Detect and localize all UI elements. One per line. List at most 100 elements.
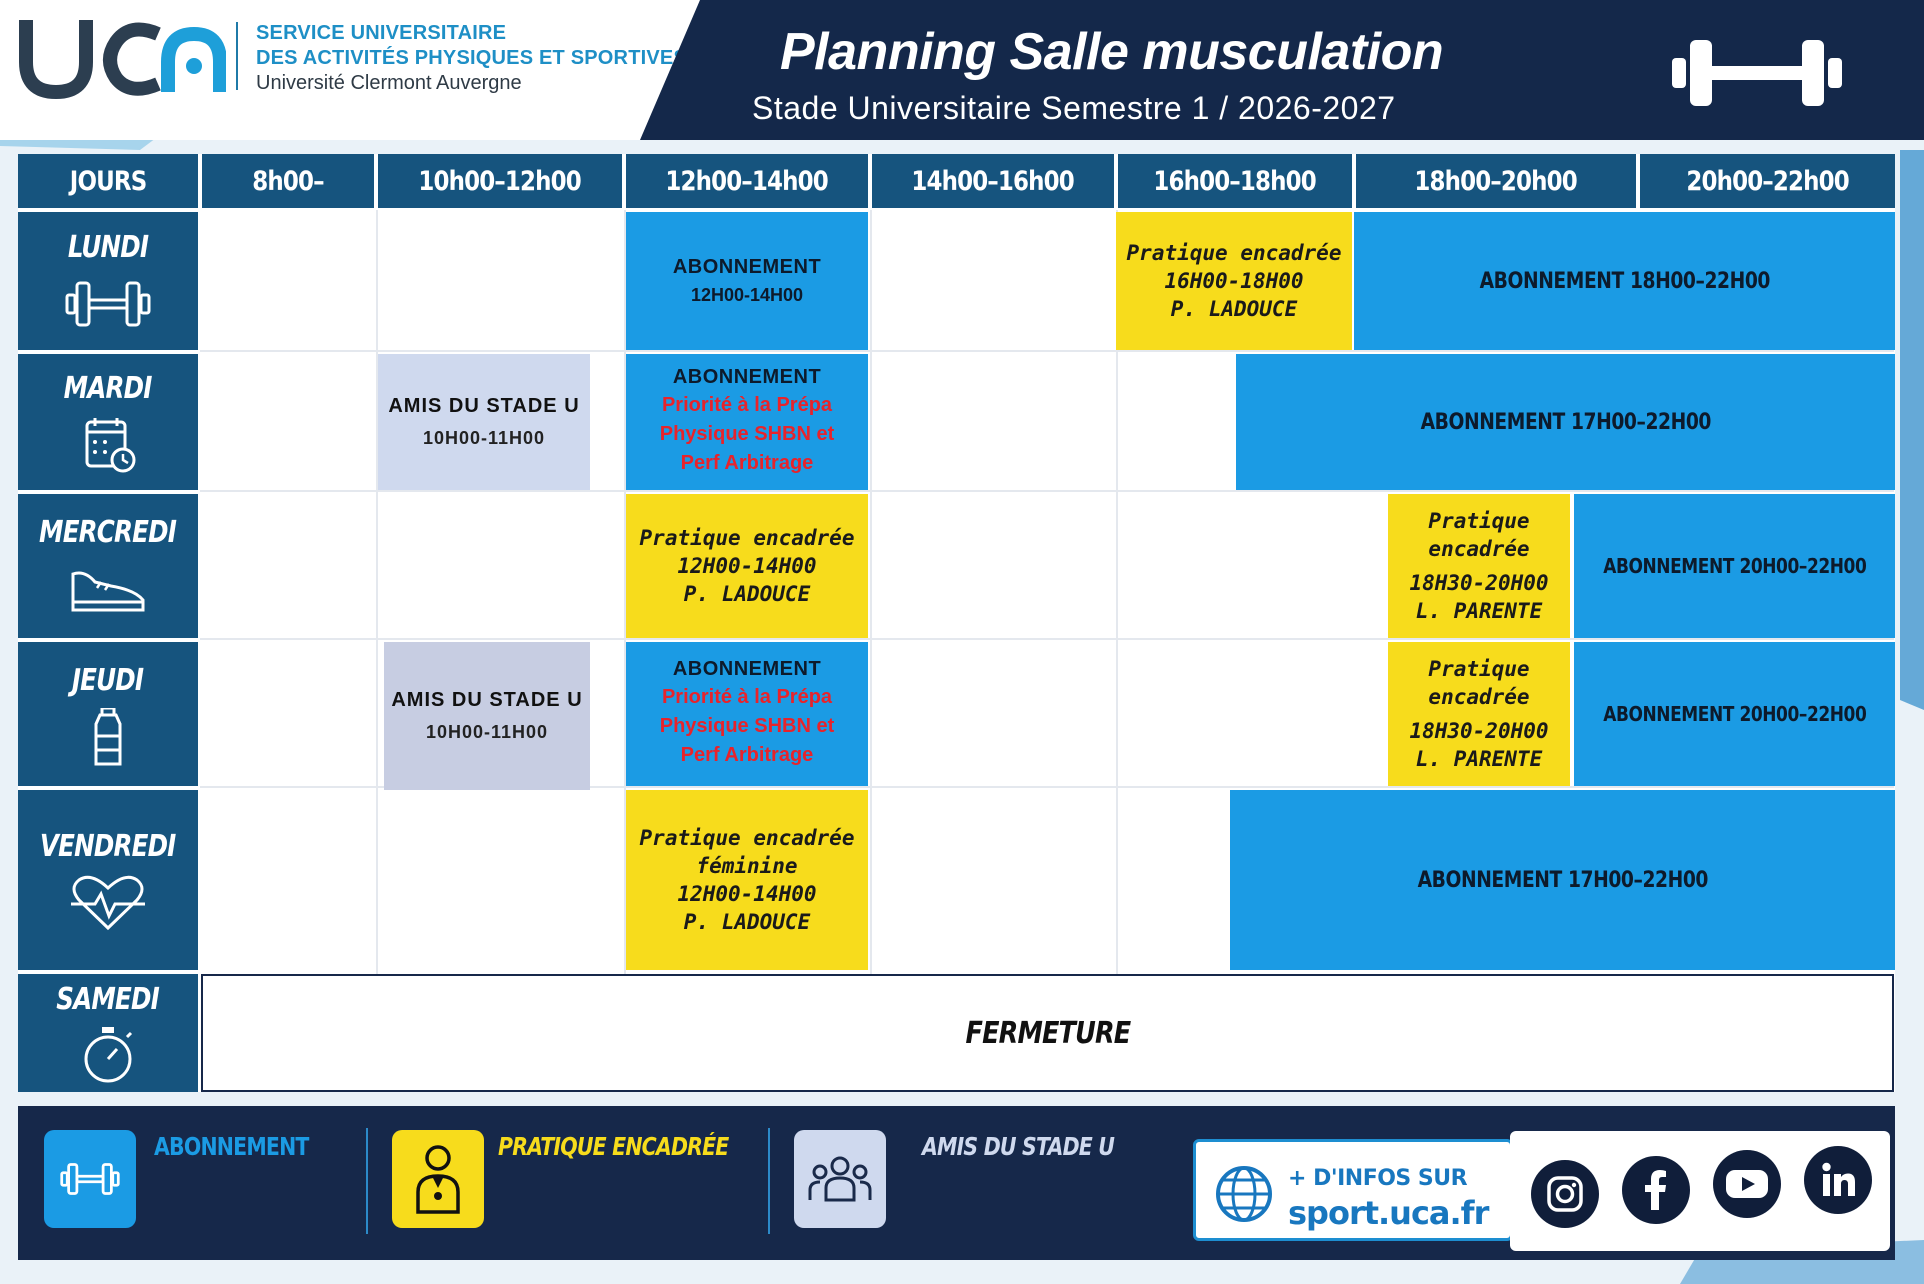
group-icon: [808, 1156, 872, 1202]
gridline: [376, 210, 378, 974]
legend-pratique-swatch: [392, 1130, 484, 1228]
gridline: [624, 210, 626, 974]
amis-label: AMIS DU STADE U: [391, 689, 583, 711]
org-line-3: Université Clermont Auvergne: [256, 72, 522, 94]
amis-time: 10H00-11H00: [425, 722, 549, 742]
mardi-abonnement-block: ABONNEMENT Priorité à la Prépa Physique …: [626, 354, 868, 490]
uca-logo: [19, 20, 226, 100]
calendar-clock-icon: [85, 417, 136, 472]
pratique-label: Pratique encadrée: [639, 826, 855, 850]
gridline: [200, 638, 1894, 640]
pratique-time: 18H30-20H00: [1409, 571, 1549, 595]
day-header-lundi: LUNDI: [18, 212, 198, 350]
pratique-time: 18H30-20H00: [1409, 719, 1549, 743]
info-line-1: + D'INFOS SUR: [1288, 1166, 1468, 1191]
pratique-coach: L. PARENTE: [1415, 599, 1543, 623]
priority-note: Perf Arbitrage: [680, 452, 814, 474]
abonnement-time: 12H00-14H00: [690, 285, 804, 305]
dumbbell-icon: [60, 1163, 120, 1195]
org-line-2: DES ACTIVITÉS PHYSIQUES ET SPORTIVES: [256, 47, 687, 69]
stopwatch-icon: [84, 1026, 133, 1082]
instagram-icon[interactable]: [1531, 1160, 1599, 1228]
col-header-jours: JOURS: [18, 154, 198, 208]
day-header-vendredi: VENDREDI: [18, 790, 198, 970]
col-header-18h-20h: 18h00–20h00: [1356, 154, 1636, 208]
col-header-10h-12h: 10h00–12h00: [378, 154, 622, 208]
gridline: [200, 350, 1894, 352]
day-header-jeudi: JEUDI: [18, 642, 198, 786]
vendredi-abonnement-evening: ABONNEMENT 17H00–22H00: [1230, 790, 1895, 970]
pratique-label: Pratique: [1428, 509, 1530, 533]
vendredi-pratique-noon: Pratique encadrée féminine 12H00-14H00 P…: [626, 790, 868, 970]
priority-note: Priorité à la Prépa: [661, 686, 833, 708]
abonnement-label: ABONNEMENT: [672, 658, 822, 680]
legend-separator: [366, 1128, 368, 1234]
lundi-abonnement-block: ABONNEMENT 12H00-14H00: [626, 212, 868, 350]
col-header-14h-16h: 14h00–16h00: [872, 154, 1114, 208]
amis-time: 10H00-11H00: [422, 428, 546, 448]
page-title: Planning Salle musculation: [780, 23, 1444, 81]
col-header-20h-22h: 20h00–22h00: [1640, 154, 1895, 208]
day-header-mardi: MARDI: [18, 354, 198, 490]
dumbbell-icon: [65, 281, 151, 326]
gridline: [1116, 210, 1118, 974]
org-line-1: SERVICE UNIVERSITAIRE: [256, 22, 507, 44]
col-header-8h: 8h00–: [202, 154, 374, 208]
priority-note: Physique SHBN et: [659, 715, 835, 737]
heart-pulse-icon: [71, 875, 145, 930]
page-subtitle: Stade Universitaire Semestre 1 / 2026-20…: [752, 90, 1396, 126]
linkedin-icon[interactable]: [1804, 1146, 1872, 1214]
pratique-label: encadrée: [1428, 685, 1530, 709]
jeudi-amis-block: AMIS DU STADE U 10H00-11H00: [384, 642, 590, 790]
priority-note: Perf Arbitrage: [680, 744, 814, 766]
pratique-label: encadrée: [1428, 537, 1530, 561]
mercredi-pratique-noon: Pratique encadrée 12H00-14H00 P. LADOUCE: [626, 494, 868, 638]
abonnement-label: ABONNEMENT: [672, 366, 822, 388]
day-header-mercredi: MERCREDI: [18, 494, 198, 638]
gridline: [870, 210, 872, 974]
legend-amis-label: AMIS DU STADE U: [922, 1132, 1115, 1161]
priority-note: Priorité à la Prépa: [661, 394, 833, 416]
globe-icon: [1216, 1166, 1272, 1222]
abonnement-label: ABONNEMENT: [672, 256, 822, 278]
gridline: [200, 786, 1894, 788]
pratique-coach: P. LADOUCE: [683, 910, 811, 934]
water-bottle-icon: [94, 707, 122, 765]
pratique-time: 12H00-14H00: [677, 554, 817, 578]
header-left-panel: [0, 0, 760, 140]
pratique-time: 16H00-18H00: [1164, 269, 1304, 293]
pratique-label: Pratique encadrée: [1126, 241, 1342, 265]
jeudi-abonnement-evening: ABONNEMENT 20H00–22H00: [1574, 642, 1895, 786]
jeudi-pratique-evening: Pratique encadrée 18H30-20H00 L. PARENTE: [1388, 642, 1570, 786]
jeudi-abonnement-block: ABONNEMENT Priorité à la Prépa Physique …: [626, 642, 868, 786]
col-header-16h-18h: 16h00–18h00: [1118, 154, 1352, 208]
legend-amis-swatch: [794, 1130, 886, 1228]
pratique-coach: L. PARENTE: [1415, 747, 1543, 771]
priority-note: Physique SHBN et: [659, 423, 835, 445]
amis-label: AMIS DU STADE U: [388, 395, 580, 417]
pratique-coach: P. LADOUCE: [1170, 297, 1298, 321]
legend-separator: [768, 1128, 770, 1234]
lundi-abonnement-evening: ABONNEMENT 18H00–22H00: [1354, 212, 1895, 350]
coach-icon: [416, 1145, 460, 1214]
legend-pratique-label: PRATIQUE ENCADRÉE: [498, 1132, 729, 1161]
mardi-amis-block: AMIS DU STADE U 10H00-11H00: [378, 354, 590, 490]
pratique-coach: P. LADOUCE: [683, 582, 811, 606]
pratique-label: Pratique: [1428, 657, 1530, 681]
day-header-samedi: SAMEDI: [18, 974, 198, 1092]
youtube-icon[interactable]: [1713, 1150, 1781, 1218]
legend-abonnement-swatch: [44, 1130, 136, 1228]
legend-abonnement-label: ABONNEMENT: [154, 1132, 309, 1161]
pratique-label: féminine: [696, 854, 798, 878]
closed-label: FERMETURE: [965, 1015, 1131, 1051]
schedule-grid: JOURS 8h00– 10h00–12h00 12h00–14h00 14h0…: [18, 154, 1895, 1092]
facebook-icon[interactable]: [1622, 1156, 1690, 1224]
info-url[interactable]: sport.uca.fr: [1288, 1194, 1489, 1232]
col-header-12h-14h: 12h00–14h00: [626, 154, 868, 208]
mardi-abonnement-evening: ABONNEMENT 17H00–22H00: [1236, 354, 1895, 490]
samedi-closed-block: FERMETURE: [201, 974, 1894, 1092]
mercredi-abonnement-evening: ABONNEMENT 20H00–22H00: [1574, 494, 1895, 638]
info-link-box[interactable]: + D'INFOS SUR sport.uca.fr: [1193, 1139, 1513, 1241]
mercredi-pratique-evening: Pratique encadrée 18H30-20H00 L. PARENTE: [1388, 494, 1570, 638]
pratique-time: 12H00-14H00: [677, 882, 817, 906]
